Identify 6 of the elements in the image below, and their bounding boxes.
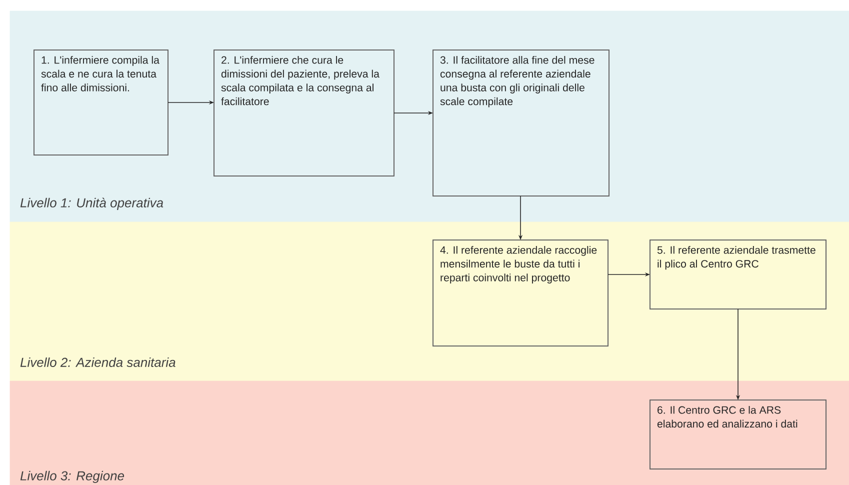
process-box: 3. Il facilitatore alla fine del mese consegna al referente aziendale una busta con gli originali delle scale compilate <box>432 50 610 196</box>
process-box: 6. Il Centro GRC e la ARS elaborano ed analizzano i dati <box>650 400 826 470</box>
process-box: 5. Il referente aziendale trasmette il plico al Centro GRC <box>650 240 826 310</box>
process-box: 2. L'infermiere che cura le dimissioni del paziente, preleva la scala compilata e la consegna al facilitatore <box>214 50 394 176</box>
process-box: 4. Il referente aziendale raccoglie mensilmente le buste da tutti i reparti coinvolti nel progetto <box>432 240 608 346</box>
process-box: 1. L'infermiere compila la scala e ne cura la tenuta fino alle dimissioni. <box>34 50 168 156</box>
